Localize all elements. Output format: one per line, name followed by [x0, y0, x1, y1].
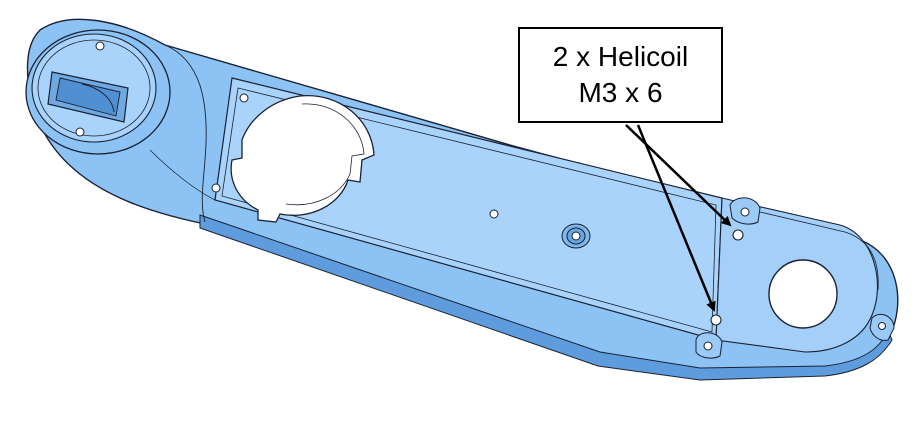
callout-box: 2 x Helicoil M3 x 6: [518, 27, 723, 123]
callout-arrow-upper: [625, 124, 732, 227]
tip-boss-end-hole: [878, 322, 886, 330]
helicoil-hole-lower: [710, 314, 722, 326]
tip-boss-bottom-hole: [703, 341, 713, 351]
shoulder-contour-2: [149, 149, 216, 201]
tip-boss-top-hole: [740, 207, 750, 217]
joint-slot-inner: [55, 77, 121, 117]
motor-cutout-rim: [285, 103, 365, 206]
arm-side-face: [199, 214, 893, 381]
center-hole: [489, 209, 499, 219]
top-plate-inner: [221, 87, 717, 333]
shoulder-contour: [164, 44, 207, 223]
plate-hole-1: [239, 93, 249, 103]
joint-slot-curve: [81, 83, 115, 113]
tip-rim: [759, 211, 879, 291]
joint-hole-top: [95, 41, 105, 51]
joint-housing-rim: [37, 39, 151, 137]
joint-hole-bottom: [75, 127, 85, 137]
callout-line-1: 2 x Helicoil: [552, 41, 689, 72]
callout-line-2: M3 x 6: [578, 77, 663, 108]
tip-bore: [768, 259, 838, 329]
helicoil-hole-upper: [732, 229, 744, 241]
callout-arrow-lower: [636, 124, 716, 312]
plate-hole-2: [211, 183, 221, 193]
counterbore-hole: [571, 231, 581, 241]
